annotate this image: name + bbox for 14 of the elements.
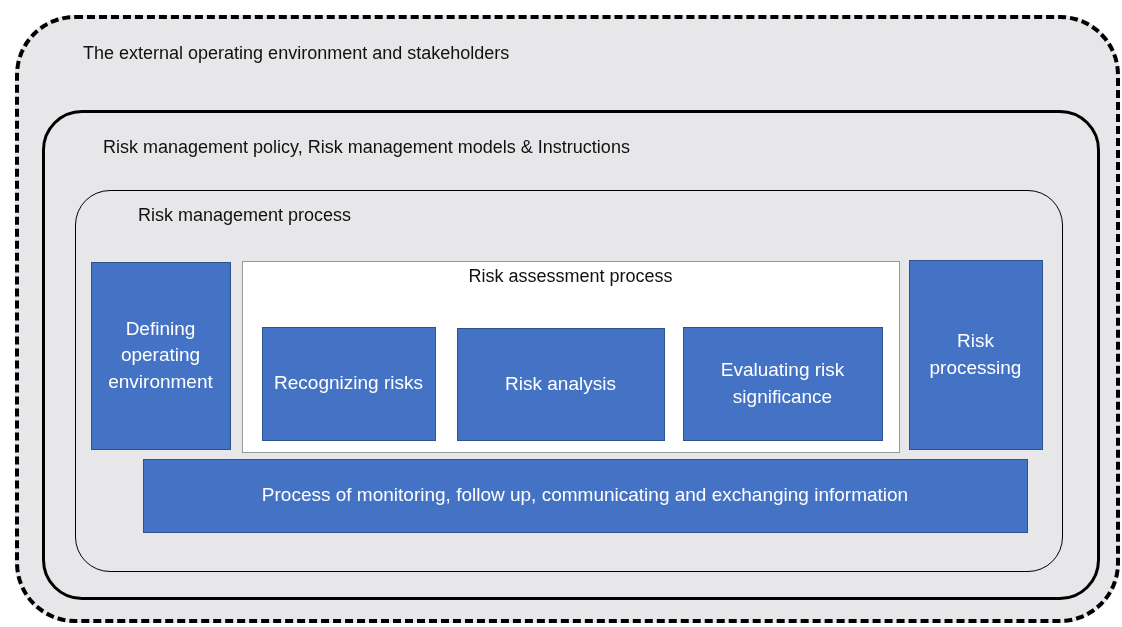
group-title: The external operating environment and stakeholders <box>83 43 510 64</box>
group-title: Risk management policy, Risk management models & Instructions <box>103 137 630 158</box>
process-box: Evaluating risk significance <box>682 326 883 441</box>
assessment-panel <box>241 260 900 453</box>
rounded-panel <box>42 110 1100 600</box>
process-box: Recognizing risks <box>261 326 436 441</box>
process-box: Process of monitoring, follow up, communicating and exchanging information <box>142 458 1028 533</box>
process-box: Defining operating environment <box>90 261 231 450</box>
group-title: Risk management process <box>138 205 352 226</box>
rounded-panel <box>75 190 1063 572</box>
process-box: Risk analysis <box>456 327 665 441</box>
group-title: Risk assessment process <box>468 265 673 287</box>
dashed-frame <box>15 15 1120 623</box>
process-box: Risk processing <box>908 259 1043 450</box>
